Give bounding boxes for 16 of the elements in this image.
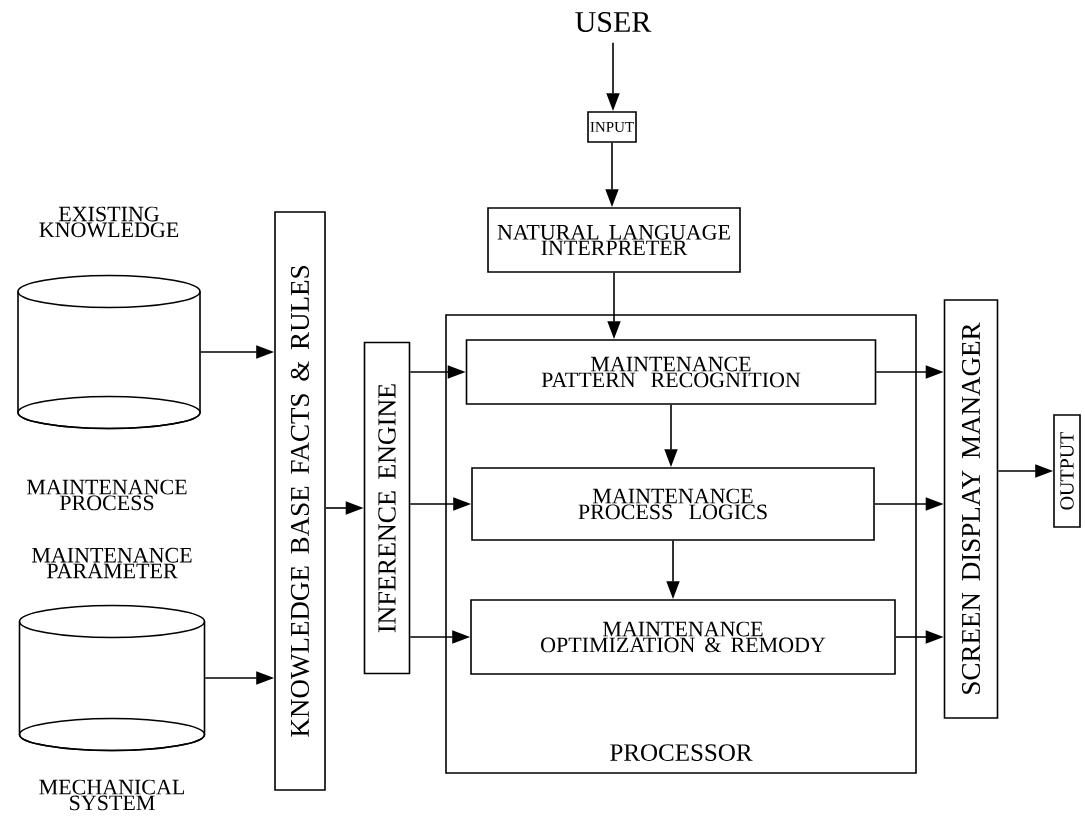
process-box: MAINTENANCE PROCESS LOGICS bbox=[471, 467, 875, 541]
process-box: KNOWLEDGE BASE FACTS & RULES bbox=[274, 211, 326, 791]
process-box: SCREEN DISPLAY MANAGER bbox=[943, 299, 999, 719]
cylinder-caption: MAINTENANCE PROCESS bbox=[27, 479, 187, 511]
process-box: MAINTENANCE OPTIMIZATION & REMODY bbox=[470, 599, 896, 675]
database-cylinder bbox=[17, 274, 201, 430]
input-box: INPUT bbox=[587, 111, 637, 143]
database-cylinder bbox=[18, 604, 206, 752]
cylinder-caption: MECHANICAL SYSTEM bbox=[39, 779, 184, 811]
output-box: OUTPUT bbox=[1053, 414, 1081, 528]
cylinder-caption: MAINTENANCE PARAMETER bbox=[32, 547, 192, 579]
user-label: USER bbox=[575, 11, 652, 33]
process-box: INFERENCE ENGINE bbox=[363, 341, 411, 675]
process-box: MAINTENANCE PATTERN RECOGNITION bbox=[465, 339, 877, 405]
cylinder-caption: EXISTING KNOWLEDGE bbox=[39, 206, 179, 238]
process-box: NATURAL LANGUAGE INTERPRETER bbox=[487, 207, 741, 273]
